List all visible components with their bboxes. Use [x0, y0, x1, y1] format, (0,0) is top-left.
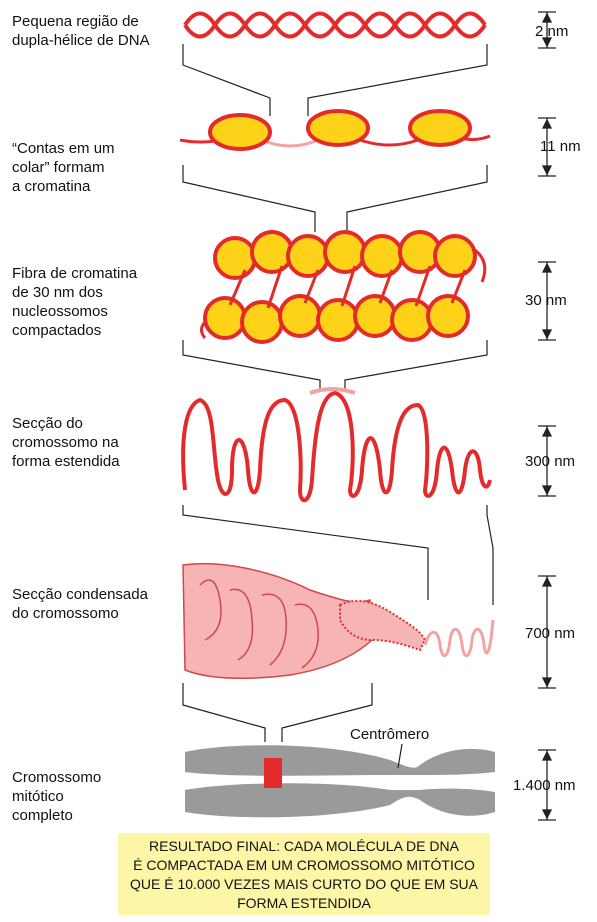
result-box: RESULTADO FINAL: CADA MOLÉCULA DE DNA É …: [118, 833, 490, 915]
label-mitotic-chromosome: Cromossomo mitótico completo: [12, 768, 101, 825]
result-line-3: QUE É 10.000 VEZES MAIS CURTO DO QUE EM …: [118, 875, 490, 894]
result-line-1: RESULTADO FINAL: CADA MOLÉCULA DE DNA: [118, 837, 490, 856]
scale-700nm: 700 nm: [525, 625, 575, 642]
scale-30nm: 30 nm: [525, 292, 567, 309]
result-line-4: FORMA ESTENDIDA: [118, 894, 490, 913]
beads-on-string: [180, 111, 490, 149]
condensed-chromosome-section: [183, 564, 493, 679]
zoom-connector-2: [183, 165, 487, 232]
zoom-connector-1: [183, 44, 487, 116]
scale-11nm: 11 nm: [540, 138, 581, 155]
label-beads-on-string: “Contas em um colar” formam a cromatina: [12, 139, 115, 196]
dna-double-helix: [185, 14, 485, 37]
scale-300nm: 300 nm: [525, 453, 575, 470]
extended-chromosome-loops: [183, 389, 490, 500]
mitotic-chromosome: [185, 744, 495, 817]
centromere-label: Centrômero: [350, 726, 429, 743]
zoom-connector-3: [183, 340, 487, 392]
result-line-2: É COMPACTADA EM UM CROMOSSOMO MITÓTICO: [118, 856, 490, 875]
label-condensed-section: Secção condensada do cromossomo: [12, 585, 148, 623]
scale-2nm: 2 nm: [535, 23, 568, 40]
chromatin-fiber-30nm: [202, 232, 485, 342]
zoom-connector-5: [183, 683, 372, 742]
label-30nm-fiber: Fibra de cromatina de 30 nm dos nucleoss…: [12, 264, 137, 340]
scale-1400nm: 1.400 nm: [513, 777, 576, 794]
scale-bars: [538, 12, 556, 820]
label-extended-section: Secção do cromossomo na forma estendida: [12, 414, 120, 471]
label-dna-helix: Pequena região de dupla-hélice de DNA: [12, 12, 150, 50]
